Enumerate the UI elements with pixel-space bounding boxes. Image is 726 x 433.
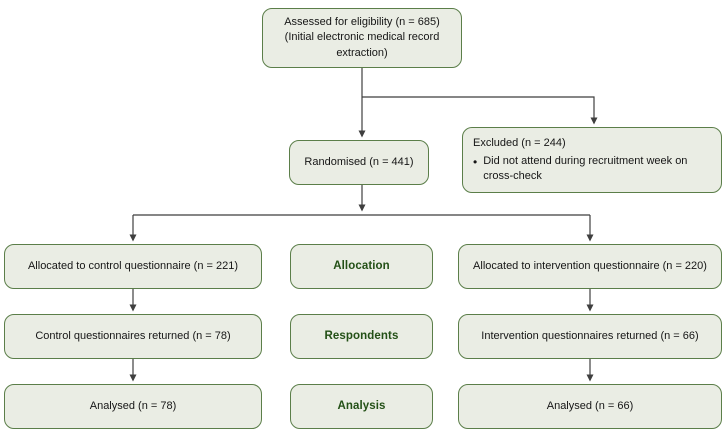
analysed-control-box: Analysed (n = 78) bbox=[4, 384, 262, 429]
allocated-control-box: Allocated to control questionnaire (n = … bbox=[4, 244, 262, 289]
randomised-box: Randomised (n = 441) bbox=[289, 140, 429, 185]
excluded-title: Excluded (n = 244) bbox=[473, 137, 566, 150]
analysed-intervention-label: Analysed (n = 66) bbox=[546, 399, 634, 412]
stage-allocation-label: Allocation bbox=[333, 260, 390, 273]
excluded-box: Excluded (n = 244) Did not attend during… bbox=[462, 127, 722, 193]
connector-branch-excluded bbox=[362, 96, 598, 125]
stage-respondents-label: Respondents bbox=[324, 330, 399, 343]
assessed-label: Assessed for eligibility (n = 685) bbox=[284, 15, 440, 28]
control-returned-label: Control questionnaires returned (n = 78) bbox=[35, 329, 231, 342]
allocated-control-label: Allocated to control questionnaire (n = … bbox=[27, 259, 239, 272]
intervention-returned-label: Intervention questionnaires returned (n … bbox=[481, 329, 699, 342]
stage-analysis-box: Analysis bbox=[290, 384, 433, 429]
analysed-control-label: Analysed (n = 78) bbox=[89, 399, 177, 412]
excluded-bullet-text: Did not attend during recruitment week o… bbox=[483, 155, 688, 182]
excluded-bullet-item: Did not attend during recruitment week o… bbox=[473, 154, 711, 184]
stage-allocation-box: Allocation bbox=[290, 244, 433, 289]
allocated-intervention-label: Allocated to intervention questionnaire … bbox=[473, 259, 707, 272]
allocated-intervention-box: Allocated to intervention questionnaire … bbox=[458, 244, 722, 289]
stage-analysis-label: Analysis bbox=[337, 400, 386, 413]
intervention-returned-box: Intervention questionnaires returned (n … bbox=[458, 314, 722, 359]
stage-respondents-box: Respondents bbox=[290, 314, 433, 359]
bullet-icon bbox=[473, 154, 477, 171]
assessed-sublabel: (Initial electronic medical record extra… bbox=[284, 31, 440, 59]
randomised-label: Randomised (n = 441) bbox=[304, 155, 414, 168]
assessed-eligibility-box: Assessed for eligibility (n = 685) (Init… bbox=[262, 8, 462, 68]
control-returned-box: Control questionnaires returned (n = 78) bbox=[4, 314, 262, 359]
analysed-intervention-box: Analysed (n = 66) bbox=[458, 384, 722, 429]
